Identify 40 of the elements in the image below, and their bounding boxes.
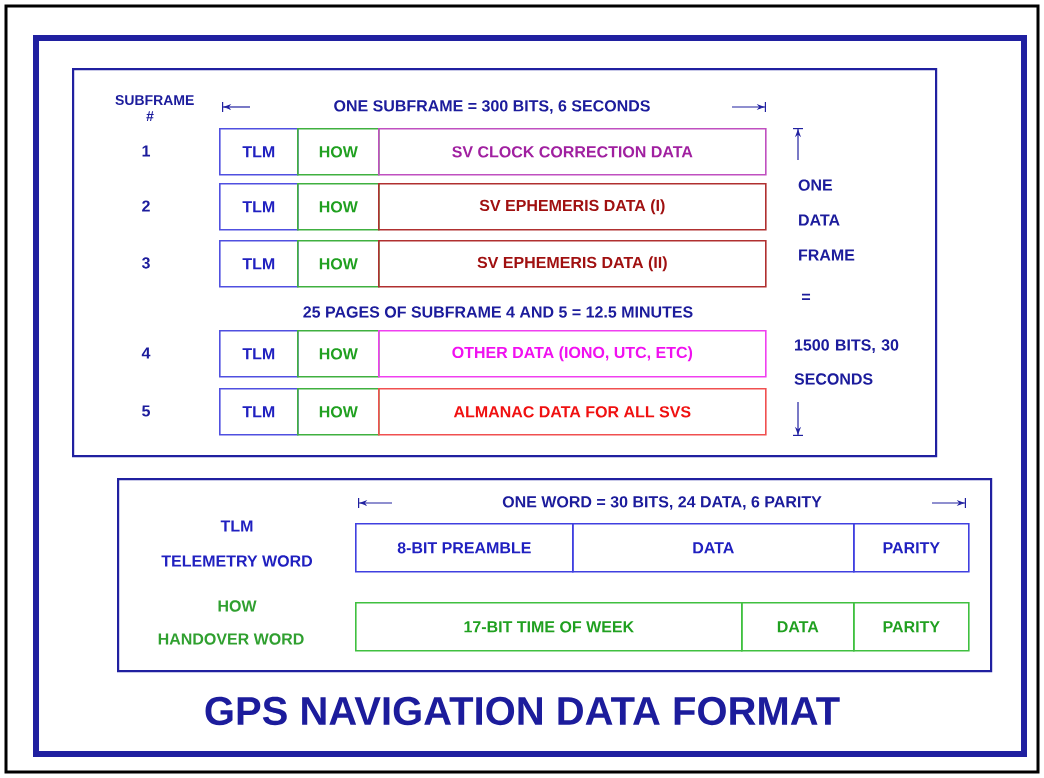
panel-frame (72, 68, 938, 458)
title: GPS NAVIGATION DATA FORMAT (205, 696, 840, 726)
field-cell: OTHER DATA (IONO, UTC, ETC) (378, 330, 767, 378)
field-cell: DATA (572, 523, 855, 573)
row-number: 2 (142, 200, 150, 212)
field-cell: SV EPHEMERIS DATA (II) (378, 240, 767, 288)
field-cell: ALMANAC DATA FOR ALL SVS (378, 388, 767, 436)
dimension-label: ONE SUBFRAME = 300 BITS, 6 SECONDS (334, 100, 650, 114)
row-label: TLM (220, 520, 253, 532)
row-number: 3 (141, 257, 150, 269)
dimension-label: ONE WORD = 30 BITS, 24 DATA, 6 PARITY (502, 496, 822, 510)
field-cell: 8-BIT PREAMBLE (355, 523, 574, 573)
field-cell: TLM (219, 128, 299, 176)
column-heading: SUBFRAME # (115, 95, 194, 121)
field-cell: HOW (297, 330, 380, 378)
field-cell: TLM (219, 388, 299, 436)
field-cell: SV EPHEMERIS DATA (I) (378, 183, 767, 231)
field-cell: TLM (219, 183, 299, 231)
field-cell: SV CLOCK CORRECTION DATA (378, 128, 767, 176)
note-text: 25 PAGES OF SUBFRAME 4 AND 5 = 12.5 MINUTES (303, 306, 693, 318)
field-cell: 17-BIT TIME OF WEEK (355, 602, 743, 652)
field-cell: HOW (297, 240, 380, 288)
row-number: 4 (141, 347, 151, 359)
dimension-label: = (802, 293, 810, 300)
field-cell: TLM (219, 330, 299, 378)
row-label: TELEMETRY WORD (161, 555, 313, 567)
row-number: 1 (142, 145, 150, 157)
dimension-label: 1500 BITS, 30 SECONDS (794, 339, 899, 385)
field-cell: PARITY (853, 602, 970, 652)
field-cell: HOW (297, 183, 380, 231)
field-cell: HOW (297, 388, 380, 436)
row-label: HANDOVER WORD (158, 633, 304, 645)
field-cell: PARITY (853, 523, 970, 573)
field-cell: DATA (741, 602, 855, 652)
field-cell: HOW (297, 128, 380, 176)
dimension-label: ONE DATA FRAME (798, 179, 855, 261)
panel-frame (117, 478, 993, 673)
field-cell: TLM (219, 240, 299, 288)
row-number: 5 (142, 405, 150, 417)
row-label: HOW (218, 600, 257, 612)
